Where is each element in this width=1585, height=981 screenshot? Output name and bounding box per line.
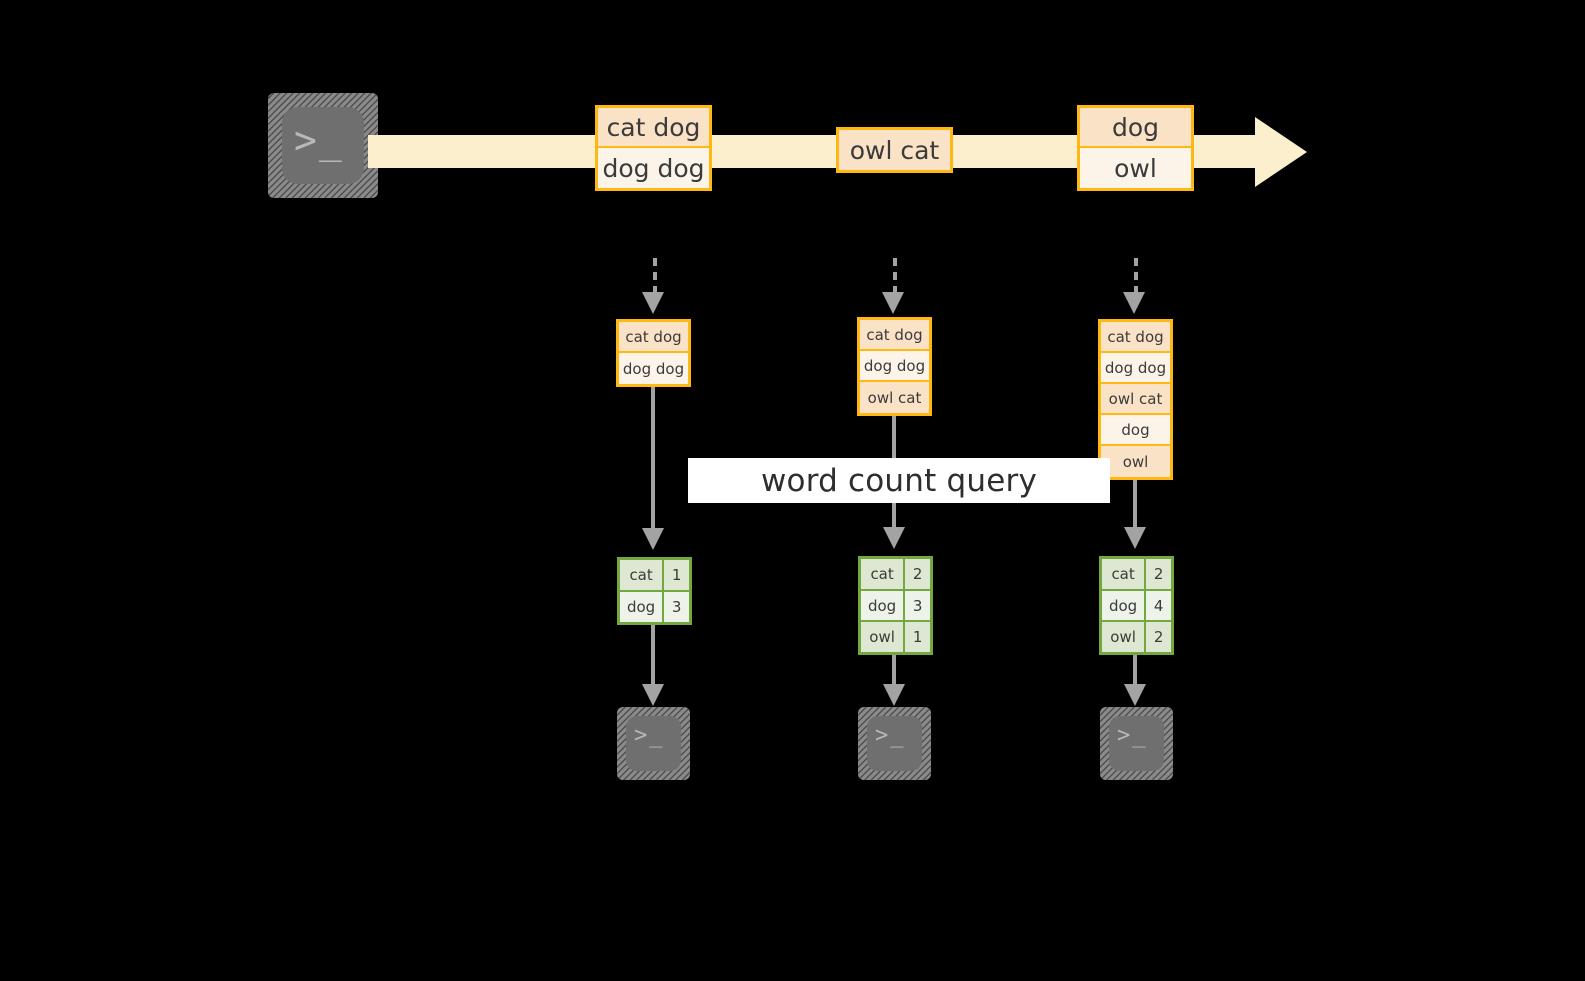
table-cell-word: dog xyxy=(1102,590,1147,621)
table-cell-count: 2 xyxy=(1153,564,1164,583)
table-cell-count: 4 xyxy=(1153,596,1164,615)
tap-arrowhead-1 xyxy=(642,292,664,314)
record-line: dog dog xyxy=(619,353,688,384)
table-cell-count: 2 xyxy=(1153,628,1164,647)
tap-arrowhead-3 xyxy=(1123,292,1145,314)
query-label-band: word count query xyxy=(688,458,1110,503)
source-terminal-icon: >_ xyxy=(268,93,378,198)
table-row: dog 3 xyxy=(620,592,689,622)
sink-arrowhead-2 xyxy=(883,684,905,706)
table-cell-count: 3 xyxy=(912,596,923,615)
record-line: owl cat xyxy=(860,382,929,413)
table-cell-word: dog xyxy=(861,590,906,621)
snapshot-t3-input-stack: cat dog dog dog owl cat dog owl xyxy=(1098,319,1173,480)
table-cell-word: cat xyxy=(1102,559,1147,589)
query-connector-1 xyxy=(651,387,655,531)
table-cell-count: 1 xyxy=(912,628,923,647)
terminal-body xyxy=(1109,716,1164,771)
record-line: owl xyxy=(1101,446,1170,477)
record-line: cat dog xyxy=(619,322,688,353)
table-row: owl 2 xyxy=(1102,622,1171,653)
sink-connector-1 xyxy=(651,625,655,687)
terminal-prompt-glyph: >_ xyxy=(875,723,906,748)
table-row: cat 2 xyxy=(1102,559,1171,591)
tap-connector-3 xyxy=(1134,258,1138,294)
record-line: cat dog xyxy=(1101,322,1170,353)
record-line: dog xyxy=(1080,108,1191,148)
terminal-prompt-glyph: >_ xyxy=(1117,723,1148,748)
table-row: cat 2 xyxy=(861,559,930,591)
table-cell-count: 3 xyxy=(671,598,682,616)
query-arrowhead-2 xyxy=(883,527,905,549)
snapshot-t2-sink-terminal-icon: >_ xyxy=(858,707,931,780)
query-arrowhead-1 xyxy=(642,528,664,550)
tap-arrowhead-2 xyxy=(882,292,904,314)
snapshot-t2-input-stack: cat dog dog dog owl cat xyxy=(857,317,932,416)
snapshot-t2-result-table: cat 2 dog 3 owl 1 xyxy=(858,556,933,655)
tap-connector-2 xyxy=(893,258,897,294)
table-cell-count: 1 xyxy=(671,566,682,584)
stream-event-group-2: owl cat xyxy=(836,127,953,173)
table-row: dog 3 xyxy=(861,590,930,623)
snapshot-t3-sink-terminal-icon: >_ xyxy=(1100,707,1173,780)
query-connector-3 xyxy=(1133,480,1137,530)
record-line: dog dog xyxy=(1101,353,1170,384)
table-cell-word: owl xyxy=(861,622,906,653)
record-line: dog xyxy=(1101,415,1170,446)
table-row: owl 1 xyxy=(861,622,930,653)
snapshot-t1-input-stack: cat dog dog dog xyxy=(616,319,691,387)
tap-connector-1 xyxy=(653,258,657,294)
snapshot-t3-result-table: cat 2 dog 4 owl 2 xyxy=(1099,556,1174,655)
terminal-prompt-glyph: >_ xyxy=(294,118,344,162)
stream-event-group-3: dog owl xyxy=(1077,105,1194,191)
table-cell-word: cat xyxy=(861,559,906,589)
stream-arrowhead xyxy=(1255,117,1307,187)
record-line: owl xyxy=(1080,148,1191,188)
snapshot-t1-result-table: cat 1 dog 3 xyxy=(617,557,692,625)
table-cell-word: cat xyxy=(620,560,665,590)
snapshot-t1-sink-terminal-icon: >_ xyxy=(617,707,690,780)
sink-connector-3 xyxy=(1133,655,1137,687)
record-line: dog dog xyxy=(598,148,709,188)
query-label-text: word count query xyxy=(760,462,1038,499)
table-row: dog 4 xyxy=(1102,590,1171,623)
sink-connector-2 xyxy=(892,655,896,687)
terminal-body xyxy=(867,716,922,771)
record-line: cat dog xyxy=(598,108,709,148)
record-line: cat dog xyxy=(860,320,929,351)
sink-arrowhead-3 xyxy=(1124,684,1146,706)
table-cell-count: 2 xyxy=(912,564,923,583)
record-line: owl cat xyxy=(839,130,950,170)
record-line: owl cat xyxy=(1101,384,1170,415)
terminal-prompt-glyph: >_ xyxy=(634,723,665,748)
table-cell-word: dog xyxy=(620,592,665,622)
terminal-body xyxy=(626,716,681,771)
terminal-body xyxy=(282,107,364,184)
table-row: cat 1 xyxy=(620,560,689,592)
stream-event-group-1: cat dog dog dog xyxy=(595,105,712,191)
table-cell-word: owl xyxy=(1102,622,1147,653)
sink-arrowhead-1 xyxy=(642,684,664,706)
record-line: dog dog xyxy=(860,351,929,382)
query-arrowhead-3 xyxy=(1124,527,1146,549)
